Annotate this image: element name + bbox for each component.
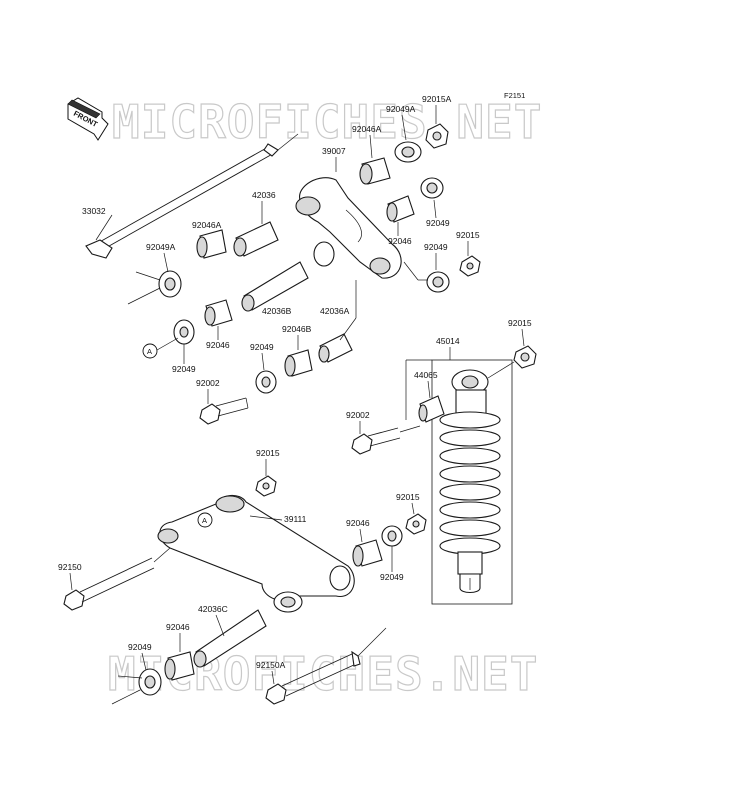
- label-92049-lower-left: 92049: [128, 642, 152, 652]
- ref-marker-a-top: A: [142, 337, 179, 359]
- spring-coils: [439, 411, 501, 555]
- label-92015A: 92015A: [422, 94, 452, 104]
- washer-92049-lower-mid: [255, 370, 277, 394]
- label-92049-lower-mid: 92049: [250, 342, 274, 352]
- label-92046-lower-left: 92046: [166, 622, 190, 632]
- label-92046B: 92046B: [282, 324, 312, 334]
- ref-marker-a-bottom: A: [197, 512, 213, 528]
- bolt-92150: [63, 547, 171, 611]
- label-92150: 92150: [58, 562, 82, 572]
- label-92046-left: 92046: [206, 340, 230, 350]
- shaft-33032: [85, 133, 299, 259]
- label-92049-right: 92049: [424, 242, 448, 252]
- label-92046A-right: 92046A: [352, 124, 382, 134]
- bearing-92046-upper: [386, 195, 415, 223]
- collar-42036A: [318, 333, 353, 363]
- bolt-92150A: [265, 627, 387, 705]
- label-33032: 33032: [82, 206, 106, 216]
- collar-42036C: [193, 609, 267, 668]
- washer-92049A-left: [127, 270, 182, 305]
- svg-text:A: A: [202, 516, 207, 525]
- nut-92015-shock-top: [487, 345, 537, 379]
- bearing-92046-lower-right: [352, 539, 383, 567]
- label-42036B: 42036B: [262, 306, 292, 316]
- part-labels: 33032 39007 42036 92046A 92049A 92049A 9…: [58, 94, 532, 685]
- label-92046A-left: 92046A: [192, 220, 222, 230]
- link-39111: [157, 494, 355, 613]
- label-39007: 39007: [322, 146, 346, 156]
- nut-92015-link-top: [255, 475, 277, 497]
- bearing-92046A-left: [196, 229, 227, 259]
- nut-92015-lower-right: [405, 513, 427, 535]
- washer-92049-right: [426, 271, 450, 293]
- watermark-top: MICROFICHES.NET: [112, 95, 542, 149]
- label-92046-upper: 92046: [388, 236, 412, 246]
- label-92150A: 92150A: [256, 660, 286, 670]
- bearing-92046A-right: [359, 157, 391, 185]
- label-42036: 42036: [252, 190, 276, 200]
- label-42036A: 42036A: [320, 306, 350, 316]
- front-arrow-icon: FRONT: [67, 97, 109, 141]
- nut-92015A: [425, 123, 449, 149]
- diagram-code: F2151: [504, 91, 525, 100]
- label-39111: 39111: [284, 514, 307, 524]
- label-92049-upper: 92049: [426, 218, 450, 228]
- label-92049A-right: 92049A: [386, 104, 416, 114]
- collar-44065: [418, 395, 445, 423]
- bearing-92046-lower-left: [164, 651, 195, 681]
- bolt-92002-upper: [199, 397, 249, 425]
- washer-92049-upper: [420, 177, 444, 199]
- link-39007: [295, 177, 402, 279]
- label-92015-upper: 92015: [456, 230, 480, 240]
- collar-42036: [233, 221, 279, 257]
- washer-92049-lower-right: [381, 525, 403, 547]
- label-44065: 44065: [414, 370, 438, 380]
- label-92049-lower-right: 92049: [380, 572, 404, 582]
- shock-absorber-45014: [405, 359, 513, 605]
- label-92046-lower-right: 92046: [346, 518, 370, 528]
- label-92002-lower: 92002: [346, 410, 370, 420]
- collar-42036B: [241, 261, 309, 312]
- nut-92015-upper: [459, 255, 481, 277]
- bearing-92046-left: [204, 299, 233, 327]
- bearing-92046B: [284, 349, 313, 377]
- label-92049-left: 92049: [172, 364, 196, 374]
- label-92002-upper: 92002: [196, 378, 220, 388]
- label-92015-link-top: 92015: [256, 448, 280, 458]
- washer-92049A-right: [394, 141, 422, 163]
- washer-92049-lower-left: [111, 668, 162, 705]
- label-92015-shock-top: 92015: [508, 318, 532, 328]
- svg-text:A: A: [147, 347, 152, 356]
- label-45014: 45014: [436, 336, 460, 346]
- label-42036C: 42036C: [198, 604, 228, 614]
- label-92049A-left: 92049A: [146, 242, 176, 252]
- washer-92049-left: [173, 319, 195, 345]
- label-92015-lower-right: 92015: [396, 492, 420, 502]
- bolt-92002-lower: [351, 425, 421, 455]
